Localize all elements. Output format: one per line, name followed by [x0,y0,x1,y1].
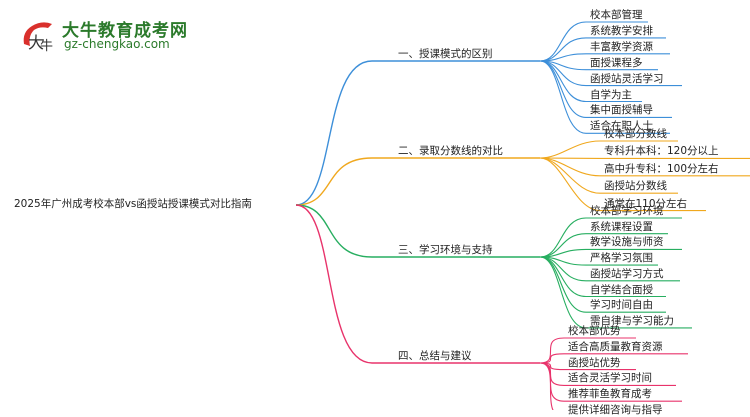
leaf-label: 函授站优势 [568,357,621,370]
leaf-label: 丰富教学资源 [590,41,653,54]
leaf-label: 函授站分数线 [604,180,667,193]
leaf-connector-4-4 [540,363,564,385]
leaf-label: 高中升专科：100分左右 [604,163,719,176]
branch-label-1: 一、授课模式的区别 [398,48,493,61]
branch-label-4: 四、总结与建议 [398,350,472,363]
leaf-connector-1-1 [540,22,586,61]
leaf-label: 集中面授辅导 [590,104,653,117]
branch-connector-1 [296,61,372,205]
leaf-label: 提供详细咨询与指导 [568,404,663,417]
leaf-connector-3-2 [540,234,586,257]
branch-label-2: 二、录取分数线的对比 [398,145,503,158]
leaf-label: 校本部管理 [590,9,643,22]
leaf-connector-3-1 [540,218,586,257]
leaf-label: 适合灵活学习时间 [568,372,652,385]
leaf-label: 自学为主 [590,89,632,102]
leaf-connector-3-5 [540,257,586,281]
leaf-label: 系统课程设置 [590,221,653,234]
branch-connector-3 [296,205,372,257]
leaf-connector-1-2 [540,38,586,61]
leaf-label: 面授课程多 [590,57,643,70]
leaf-connector-4-1 [540,338,564,363]
leaf-label: 函授站学习方式 [590,268,664,281]
leaf-label: 严格学习氛围 [590,252,653,265]
leaf-label: 函授站灵活学习 [590,73,664,86]
branch-label-3: 三、学习环境与支持 [398,244,493,257]
branch-connector-2 [296,158,372,205]
leaf-connector-2-1 [540,141,600,158]
leaf-connector-3-8 [540,257,586,328]
leaf-label: 适合高质量教育资源 [568,341,663,354]
leaf-connector-1-5 [540,61,586,86]
leaf-connector-1-8 [540,61,586,133]
leaf-connector-2-5 [540,158,600,211]
leaf-connector-3-6 [540,257,586,297]
leaf-label: 校本部学习环境 [590,205,664,218]
leaf-label: 学习时间自由 [590,299,653,312]
leaf-label: 自学结合面授 [590,284,653,297]
leaf-connector-1-6 [540,61,586,102]
leaf-label: 推荐菲鱼教育成考 [568,388,652,401]
leaf-label: 校本部优势 [568,325,621,338]
leaf-connector-4-2 [540,354,564,363]
leaf-label: 系统教学安排 [590,25,653,38]
branch-connector-4 [296,205,372,363]
leaf-label: 专科升本科：120分以上 [604,145,719,158]
leaf-label: 教学设施与师资 [590,236,664,249]
leaf-label: 校本部分数线 [604,128,667,141]
root-topic: 2025年广州成考校本部vs函授站授课模式对比指南 [14,198,252,211]
